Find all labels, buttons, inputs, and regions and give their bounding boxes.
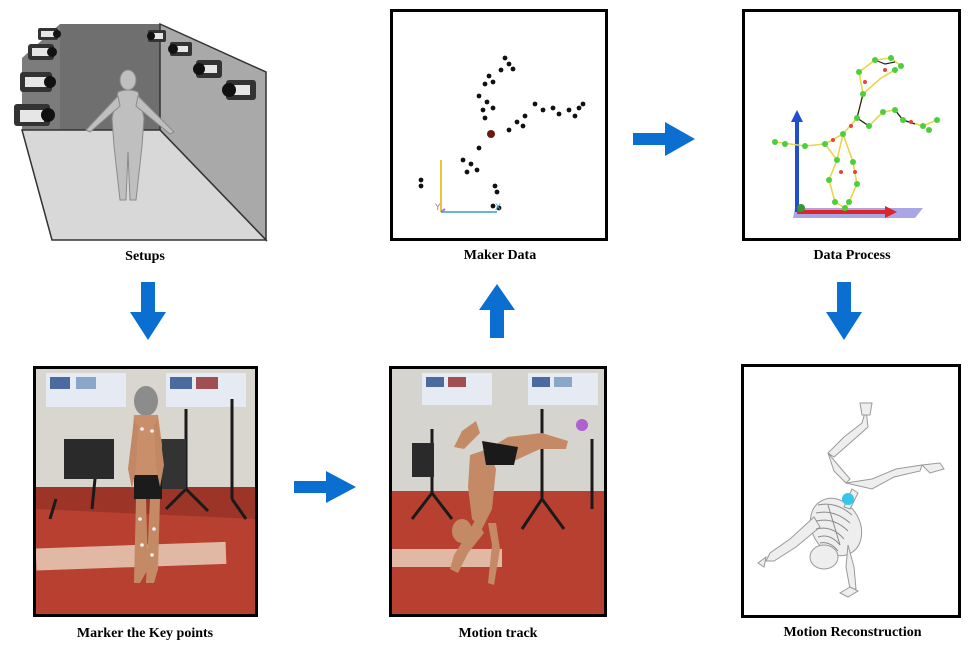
arrow-right-to-motion-track	[294, 471, 356, 503]
arrow-down-setups	[130, 282, 166, 340]
motion-reconstruction-panel	[741, 364, 961, 618]
marker-key-points-panel	[33, 366, 258, 617]
axis-x-label: X	[495, 203, 501, 213]
setups-label: Setups	[125, 249, 165, 264]
arrow-right-to-data-process	[633, 122, 695, 156]
data-process-label: Data Process	[813, 248, 891, 263]
maker-data-label: Maker Data	[463, 248, 537, 263]
marker-key-points-label: Marker the Key points	[76, 626, 214, 641]
maker-data-panel: Y X	[390, 9, 608, 241]
data-process-panel	[742, 9, 961, 241]
motion-reconstruction-label: Motion Reconstruction	[783, 625, 922, 640]
arrow-down-to-reconstruction	[826, 282, 862, 340]
setups-illustration	[8, 18, 272, 250]
arrow-up-to-maker-data	[479, 284, 515, 338]
camera-icons	[14, 28, 256, 126]
motion-track-panel	[389, 366, 607, 617]
motion-track-label: Motion track	[458, 626, 538, 641]
axis-y-label: Y	[434, 203, 441, 213]
